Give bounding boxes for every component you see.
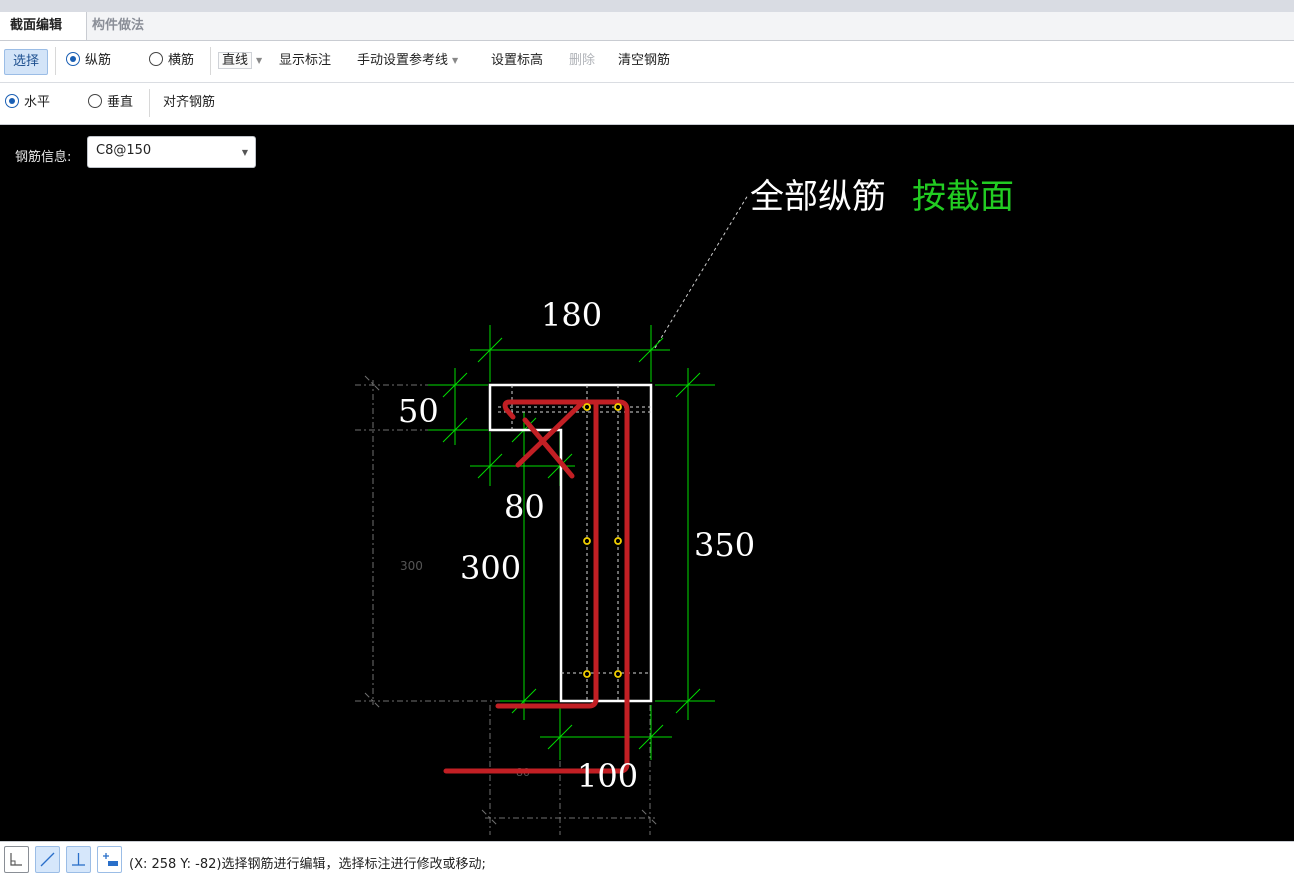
bar-points[interactable] [583, 403, 622, 678]
horizontal-label: 水平 [24, 95, 51, 110]
annotation-text-green[interactable]: 按截面 [912, 177, 1014, 217]
horizontal-radio[interactable]: 水平 [5, 91, 50, 115]
dim-50-text[interactable]: 50 [398, 392, 439, 430]
dimension-lines [428, 325, 715, 760]
select-button[interactable]: 选择 [4, 49, 48, 75]
rebar-info-value: C8@150 [96, 143, 152, 158]
chevron-down-icon: ▼ [452, 56, 459, 65]
perpendicular-snap-button[interactable] [66, 846, 91, 873]
toolbar-divider [55, 47, 56, 75]
align-rebar-button[interactable]: 对齐钢筋 [163, 95, 216, 110]
annotation-text-white[interactable]: 全部纵筋 [750, 177, 886, 217]
radio-checked-icon [5, 94, 19, 108]
longitudinal-radio[interactable]: 纵筋 [66, 49, 111, 73]
tab-section-edit[interactable]: 截面编辑 [0, 12, 87, 40]
rebar-info-label: 钢筋信息: [15, 150, 72, 165]
transverse-radio[interactable]: 横筋 [149, 49, 194, 73]
toolbar-divider [149, 89, 150, 117]
vertical-label: 垂直 [107, 95, 134, 110]
drawing-canvas[interactable]: 全部纵筋 按截面 300 80 [0, 125, 1294, 841]
angle-snap-button[interactable] [35, 846, 60, 873]
dim-350-text[interactable]: 350 [694, 526, 755, 564]
dynamic-input-icon [103, 853, 118, 866]
dim-80-text[interactable]: 80 [504, 488, 545, 526]
show-dimensions-button[interactable]: 显示标注 [279, 53, 332, 68]
manual-ref-line-dropdown[interactable]: 手动设置参考线▼ [357, 49, 458, 73]
manual-ref-line-label: 手动设置参考线 [357, 53, 449, 68]
window-top-strip [0, 0, 1294, 12]
tab-bar: 截面编辑 构件做法 [0, 12, 1294, 41]
rebar-info-select[interactable]: C8@150 ▼ [87, 136, 256, 168]
transverse-label: 横筋 [168, 53, 195, 68]
toolbar-divider [210, 47, 211, 75]
longitudinal-label: 纵筋 [85, 53, 112, 68]
line-type-dropdown[interactable]: 直线▼ [218, 49, 262, 73]
set-elevation-button[interactable]: 设置标高 [491, 53, 544, 68]
annotation-leader-line [654, 194, 749, 349]
radio-checked-icon [66, 52, 80, 66]
ortho-mode-button[interactable] [4, 846, 29, 873]
ref-dim-300-text: 300 [400, 559, 423, 573]
toolbar-primary: 选择 纵筋 横筋 直线▼ 显示标注 手动设置参考线▼ 设置标高 删除 清空钢筋 [0, 41, 1294, 83]
dim-100-text[interactable]: 100 [577, 757, 638, 795]
status-bar: (X: 258 Y: -82)选择钢筋进行编辑，选择标注进行修改或移动; [0, 841, 1294, 880]
ortho-icon [10, 853, 22, 866]
chevron-down-icon: ▼ [256, 56, 263, 65]
dim-300-text[interactable]: 300 [460, 549, 521, 587]
dim-180-text[interactable]: 180 [541, 296, 602, 334]
delete-button[interactable]: 删除 [569, 53, 596, 68]
diagonal-line-icon [40, 852, 55, 867]
line-type-value: 直线 [218, 52, 253, 69]
section-outline[interactable] [488, 383, 653, 703]
dynamic-input-button[interactable] [97, 846, 122, 873]
vertical-radio[interactable]: 垂直 [88, 91, 133, 115]
chevron-down-icon: ▼ [241, 148, 248, 157]
tab-component-method[interactable]: 构件做法 [92, 18, 145, 33]
section-drawing[interactable]: 全部纵筋 按截面 300 80 [0, 125, 1294, 841]
perpendicular-icon [72, 853, 85, 866]
status-text: (X: 258 Y: -82)选择钢筋进行编辑，选择标注进行修改或移动; [129, 857, 486, 872]
rebar-strokes[interactable] [443, 399, 630, 774]
clear-rebar-button[interactable]: 清空钢筋 [618, 53, 671, 68]
toolbar-secondary: 水平 垂直 对齐钢筋 [0, 83, 1294, 125]
radio-unchecked-icon [88, 94, 102, 108]
radio-unchecked-icon [149, 52, 163, 66]
